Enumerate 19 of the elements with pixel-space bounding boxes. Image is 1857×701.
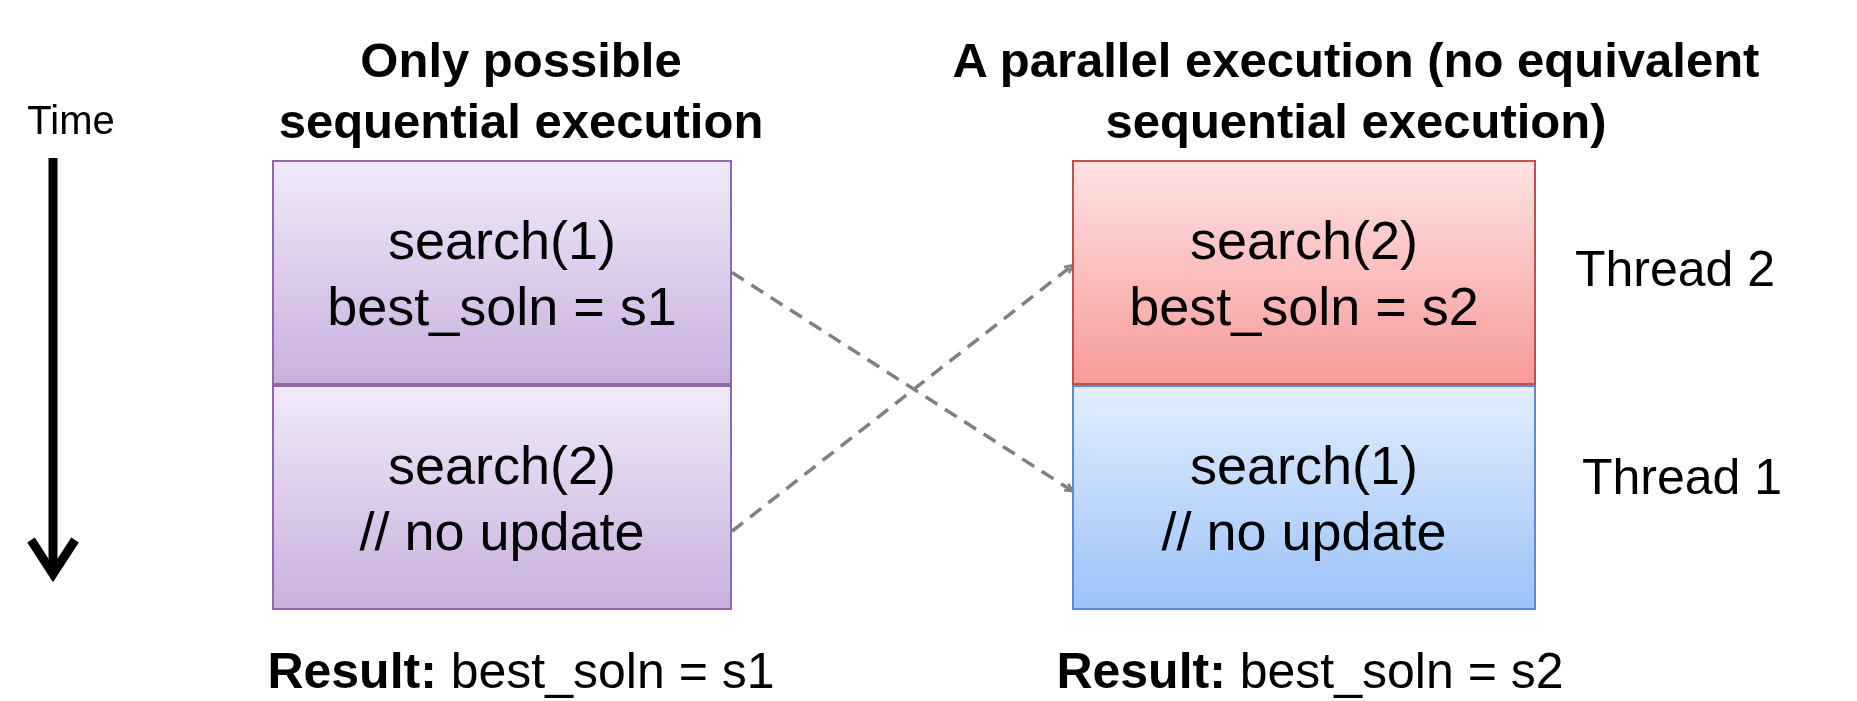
code-text: search(2)	[387, 433, 617, 497]
code-text: best_soln = s2	[1129, 274, 1479, 338]
process-box	[1072, 160, 1536, 385]
result-text: Result: best_soln = s2	[1055, 642, 1565, 701]
thread-label: Thread 2	[1575, 240, 1776, 298]
process-box	[272, 160, 732, 385]
code-text: search(1)	[387, 208, 617, 272]
code-text: search(2)	[1189, 208, 1419, 272]
code-text: // no update	[359, 499, 645, 563]
thread-label: Thread 1	[1582, 448, 1783, 506]
column-heading: Only possible sequential execution	[277, 32, 765, 151]
code-text: search(1)	[1189, 433, 1419, 497]
result-text: Result: best_soln = s1	[266, 642, 776, 701]
code-text: best_soln = s1	[327, 274, 677, 338]
process-box	[1072, 385, 1536, 610]
code-text: // no update	[1161, 499, 1447, 563]
column-heading: A parallel execution (no equivalent sequential execution)	[951, 32, 1761, 151]
axis-label: Time	[26, 97, 116, 144]
process-box	[272, 385, 732, 610]
